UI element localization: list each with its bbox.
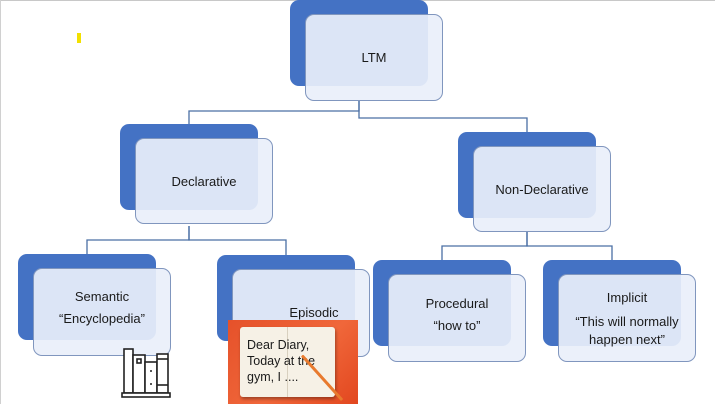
node-label-box: Declarative bbox=[135, 138, 273, 224]
node-label: Declarative bbox=[171, 173, 237, 189]
node-label-box: Non-Declarative bbox=[473, 146, 611, 232]
node-label-box: Semantic “Encyclopedia” bbox=[33, 268, 171, 356]
slide-left-border bbox=[0, 0, 1, 404]
node-subtitle: “This will normally happen next” bbox=[575, 314, 679, 347]
node-subtitle: “how to” bbox=[433, 317, 481, 333]
node-subtitle: “Encyclopedia” bbox=[59, 310, 145, 326]
connector-declarative-semantic bbox=[86, 226, 190, 254]
diary-text-line: Dear Diary, bbox=[247, 338, 310, 352]
node-label-box: Implicit “This will normally happen next… bbox=[558, 274, 696, 362]
books-icon bbox=[121, 348, 171, 398]
node-label: Procedural bbox=[425, 295, 489, 311]
notebook-spine bbox=[287, 327, 288, 397]
connector-nondeclarative-implicit bbox=[526, 232, 613, 260]
diary-image: Dear Diary, Today at the gym, I .... bbox=[228, 320, 358, 404]
node-label: Implicit bbox=[606, 290, 648, 305]
node-label: LTM bbox=[361, 50, 387, 65]
diary-text: Dear Diary, Today at the gym, I .... bbox=[247, 337, 337, 385]
connector-nondeclarative-procedural bbox=[441, 232, 528, 260]
node-label: Non-Declarative bbox=[495, 181, 589, 197]
connector-ltm-declarative bbox=[188, 100, 360, 124]
node-label-box: LTM bbox=[305, 14, 443, 101]
node-label: Episodic bbox=[289, 305, 339, 320]
diary-text-line: Today at the bbox=[247, 354, 316, 368]
node-label-box: Procedural “how to” bbox=[388, 274, 526, 362]
connector-declarative-episodic bbox=[188, 226, 287, 255]
node-label: Semantic bbox=[74, 288, 130, 304]
text-cursor-mark bbox=[77, 33, 81, 43]
connector-ltm-nondeclarative bbox=[358, 100, 528, 132]
diary-text-line: gym, I .... bbox=[247, 370, 299, 384]
